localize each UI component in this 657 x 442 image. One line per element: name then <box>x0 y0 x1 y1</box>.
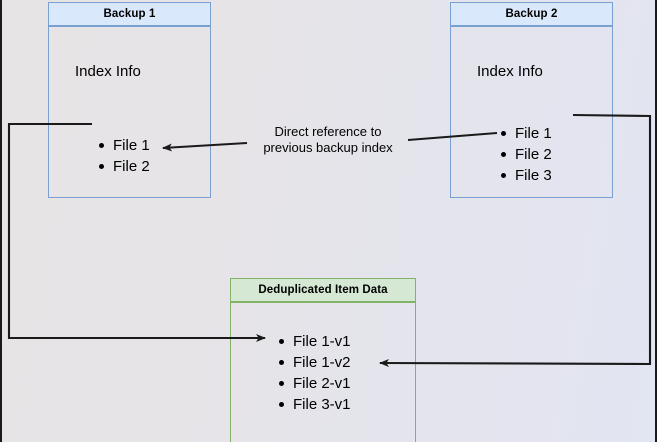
list-item: File 1 <box>99 135 150 156</box>
backup2-file-list: File 1 File 2 File 3 <box>483 123 552 186</box>
dedup-header: Deduplicated Item Data <box>230 278 416 302</box>
backup1-header: Backup 1 <box>48 2 211 26</box>
backup2-header: Backup 2 <box>450 2 613 26</box>
list-item: File 3-v1 <box>279 394 351 415</box>
backup1-file-list: File 1 File 2 <box>81 135 150 177</box>
backup1-box: Backup 1 Index Info File 1 File 2 <box>48 2 211 198</box>
backup1-body: Index Info File 1 File 2 <box>48 26 211 198</box>
list-item: File 3 <box>501 165 552 186</box>
backup2-body: Index Info File 1 File 2 File 3 <box>450 26 613 198</box>
list-item: File 1 <box>501 123 552 144</box>
backup2-box: Backup 2 Index Info File 1 File 2 File 3 <box>450 2 613 198</box>
canvas-right-border <box>655 0 657 442</box>
backup2-index-label: Index Info <box>477 63 543 80</box>
canvas-left-border <box>0 0 2 442</box>
annotation-direct-reference: Direct reference to previous backup inde… <box>263 124 393 155</box>
list-item: File 2 <box>99 156 150 177</box>
dedup-box: Deduplicated Item Data File 1-v1 File 1-… <box>230 278 416 442</box>
backup1-index-label: Index Info <box>75 63 141 80</box>
dedup-body: File 1-v1 File 1-v2 File 2-v1 File 3-v1 <box>230 302 416 442</box>
list-item: File 2-v1 <box>279 373 351 394</box>
list-item: File 1-v2 <box>279 352 351 373</box>
list-item: File 2 <box>501 144 552 165</box>
list-item: File 1-v1 <box>279 331 351 352</box>
dedup-item-list: File 1-v1 File 1-v2 File 2-v1 File 3-v1 <box>261 331 351 415</box>
